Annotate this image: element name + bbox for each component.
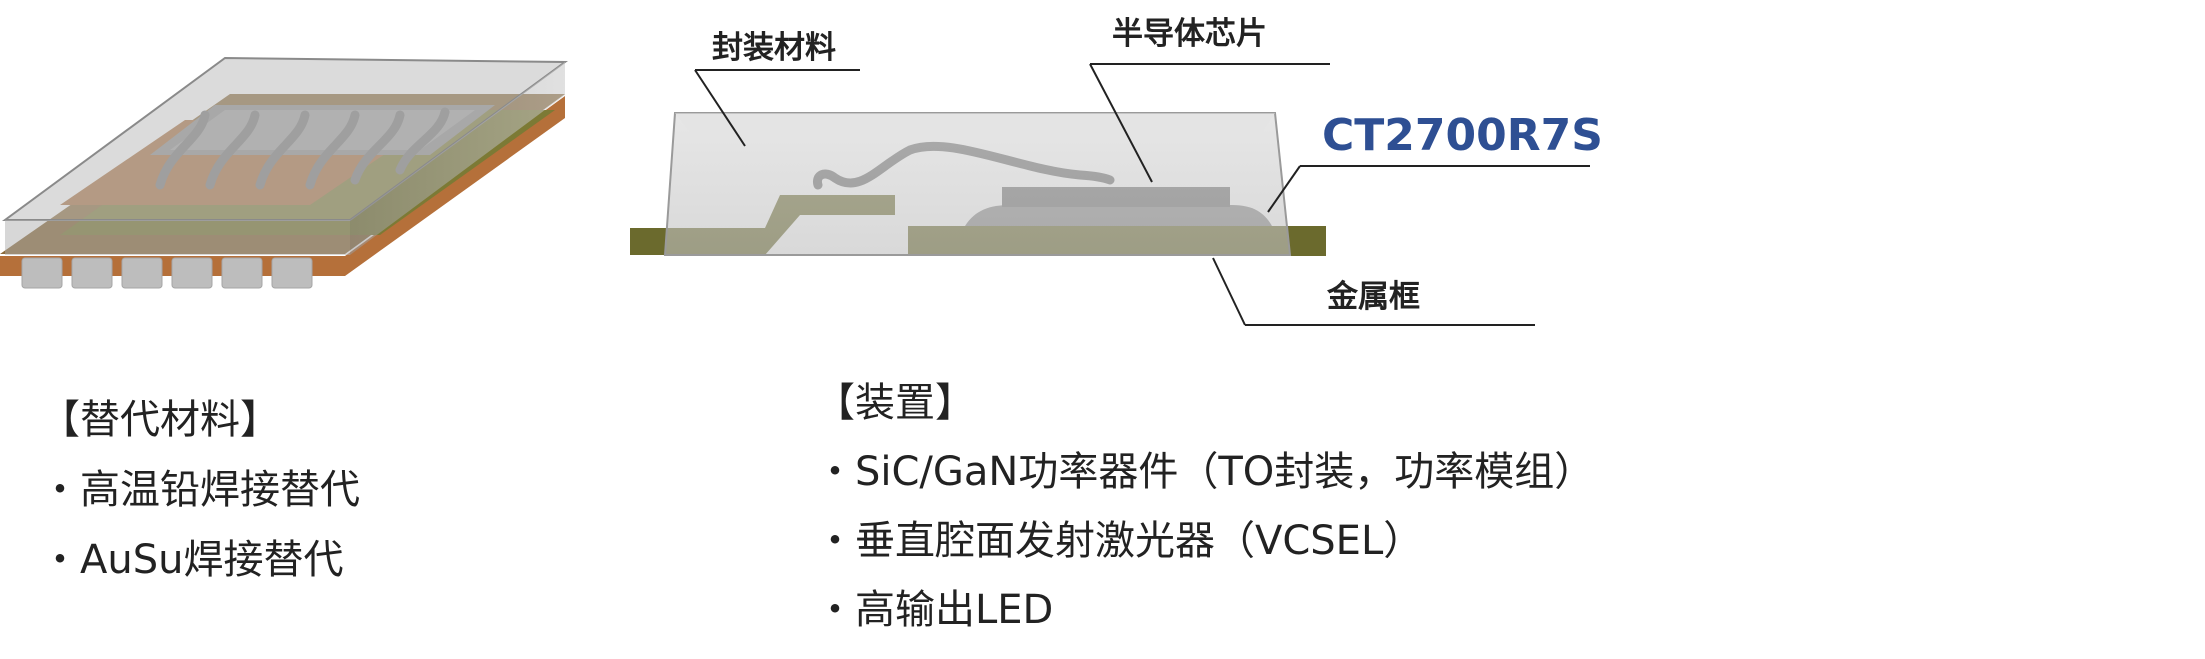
alternative-materials-item: ・AuSu焊接替代 xyxy=(40,537,344,583)
package-diagram: 封装材料 半导体芯片 CT2700R7S 金属框 xyxy=(0,16,1603,326)
devices-item: ・垂直腔面发射激光器（VCSEL） xyxy=(815,518,1424,564)
lead xyxy=(121,257,163,289)
alternative-materials-heading: 【替代材料】 xyxy=(40,397,280,443)
alternative-materials-block: 【替代材料】 ・高温铅焊接替代 ・AuSu焊接替代 xyxy=(40,400,360,610)
encapsulant-body xyxy=(663,112,1292,256)
callout-line-product-leader xyxy=(1267,165,1301,213)
package-3d-illustration xyxy=(0,56,569,289)
label-lead-frame: 金属框 xyxy=(1326,279,1420,315)
cross-section-diagram xyxy=(630,112,1326,256)
devices-heading: 【装置】 xyxy=(815,380,975,426)
devices-item: ・高输出LED xyxy=(815,587,1054,633)
callout-line-chip-leader xyxy=(1089,63,1153,183)
devices-item: ・SiC/GaN功率器件（TO封装，功率模组） xyxy=(815,449,1595,495)
encapsulant-top-face xyxy=(675,113,1275,132)
lead xyxy=(271,257,313,289)
label-product-code: CT2700R7S xyxy=(1322,110,1603,161)
encapsulant-front xyxy=(5,220,350,255)
callout-line-lead-frame-leader xyxy=(1212,257,1246,326)
devices-block: 【装置】 ・SiC/GaN功率器件（TO封装，功率模组） ・垂直腔面发射激光器（… xyxy=(815,383,1594,659)
callout-lines xyxy=(694,63,1590,326)
lead xyxy=(171,257,213,289)
callout-line-encapsulant-leader xyxy=(694,69,746,147)
lead xyxy=(71,257,113,289)
label-semiconductor-chip: 半导体芯片 xyxy=(1112,16,1267,52)
alternative-materials-item: ・高温铅焊接替代 xyxy=(40,467,360,513)
package-leads xyxy=(21,257,313,289)
lead xyxy=(221,257,263,289)
lead xyxy=(21,257,63,289)
label-encapsulant: 封装材料 xyxy=(712,30,836,66)
encapsulant-side xyxy=(350,62,565,255)
